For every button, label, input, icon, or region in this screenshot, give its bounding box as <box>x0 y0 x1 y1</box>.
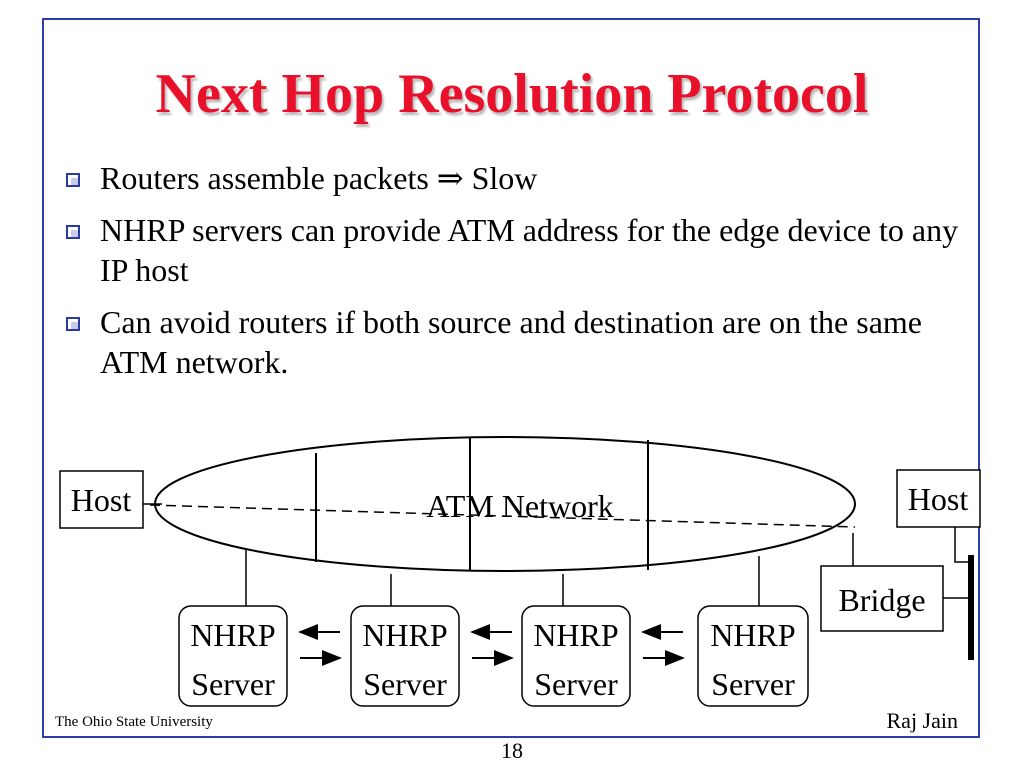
host-right-box <box>896 469 981 528</box>
nhrp-server-label: NHRP <box>190 617 275 653</box>
bullet-list: Routers assemble packets ⇒ Slow NHRP ser… <box>62 158 962 394</box>
host-left-label: Host <box>71 482 132 518</box>
square-bullet-icon <box>66 317 80 331</box>
footer-institution: The Ohio State University <box>55 714 213 730</box>
slide-title: Next Hop Resolution Protocol <box>155 63 869 125</box>
slide-frame <box>42 18 980 738</box>
bullet-item: Routers assemble packets ⇒ Slow <box>62 158 962 198</box>
nhrp-server-label: Server <box>534 666 618 702</box>
bullet-text: Routers assemble packets ⇒ Slow <box>100 160 538 196</box>
footer-author: Raj Jain <box>886 708 959 733</box>
page-number: 18 <box>501 738 523 763</box>
bullet-text: Can avoid routers if both source and des… <box>100 304 922 380</box>
host-right-label: Host <box>908 481 969 517</box>
nhrp-server-box <box>350 605 460 707</box>
nhrp-server-box <box>697 605 809 707</box>
nhrp-server-box <box>521 605 631 707</box>
bullet-item: Can avoid routers if both source and des… <box>62 302 962 382</box>
square-bullet-icon <box>66 225 80 239</box>
square-bullet-icon <box>66 173 80 187</box>
nhrp-server-label: NHRP <box>533 617 618 653</box>
nhrp-server-label: Server <box>711 666 795 702</box>
dashed-direct-path <box>149 504 856 528</box>
bridge-label: Bridge <box>838 582 925 618</box>
nhrp-server-label: Server <box>363 666 447 702</box>
bullet-text: NHRP servers can provide ATM address for… <box>100 212 959 288</box>
host-left-box <box>59 470 144 529</box>
nhrp-server-box <box>178 605 288 707</box>
nhrp-server-label: NHRP <box>362 617 447 653</box>
host-right-link <box>954 527 970 563</box>
bullet-item: NHRP servers can provide ATM address for… <box>62 210 962 290</box>
nhrp-server-label: NHRP <box>710 617 795 653</box>
nhrp-server-label: Server <box>191 666 275 702</box>
